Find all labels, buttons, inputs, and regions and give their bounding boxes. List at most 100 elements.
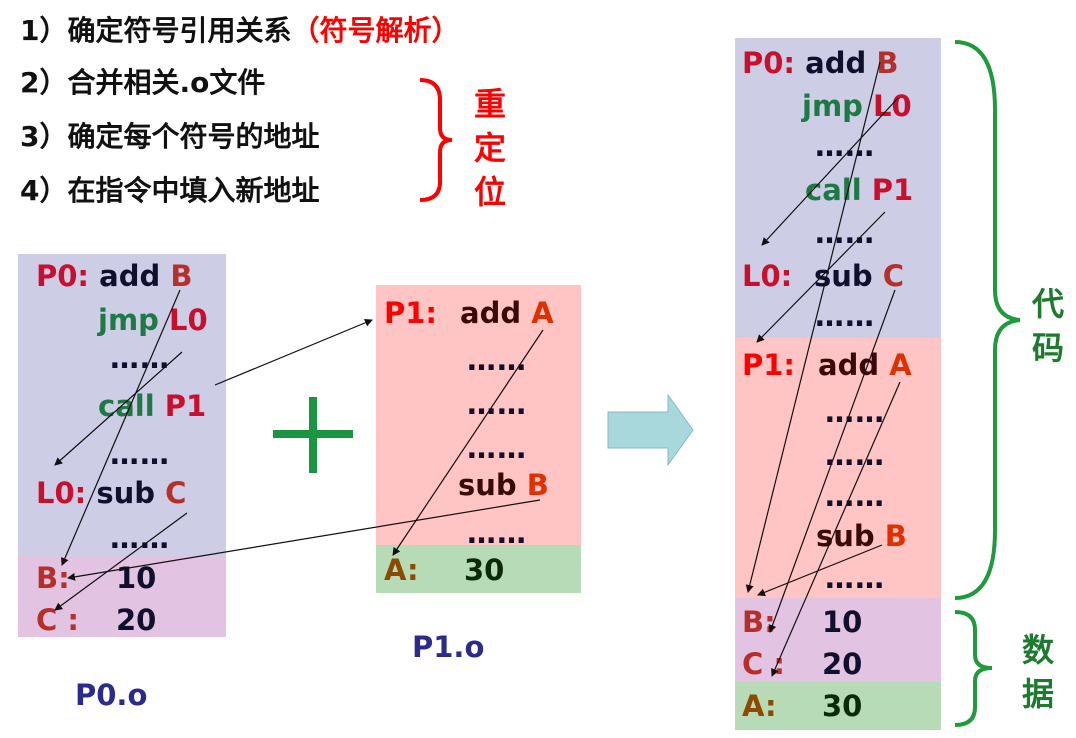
step-1-note: （符号解析） [291, 14, 460, 47]
p1-file-label: P1.o [412, 630, 485, 664]
code-token: sub [816, 519, 875, 553]
ref-arrow [745, 61, 881, 593]
data-label: 数 据 [1018, 628, 1058, 716]
code-token: A: [742, 689, 777, 723]
code-label: 代 码 [1028, 282, 1068, 370]
p0-row: L0: sub C [36, 475, 186, 511]
p0-row: …… [110, 521, 170, 555]
code-token: C [882, 259, 905, 293]
ref-arrow [771, 381, 901, 677]
code-token: P1 [871, 173, 914, 207]
merged-p0-code [735, 38, 941, 338]
code-token: P0: [36, 259, 90, 293]
p0-data-row: C :20 [36, 602, 156, 638]
p1-row: …… [467, 343, 527, 377]
p0-row: …… [110, 437, 170, 471]
code-token: add [99, 259, 161, 293]
data-label-char: 数 [1021, 631, 1054, 669]
code-token: 10 [822, 605, 863, 639]
code-token: 20 [116, 603, 157, 637]
p0-code-section [18, 254, 226, 555]
data-brace [954, 610, 993, 727]
code-token: sub [96, 476, 156, 510]
code-token: add [805, 46, 867, 80]
code-token: A [889, 348, 912, 382]
step-2: 2）合并相关.o文件 [20, 66, 266, 99]
ref-arrow [392, 329, 544, 556]
ref-arrow [768, 289, 896, 633]
step-3: 3）确定每个符号的地址 [20, 120, 320, 153]
merged-data-row: A:30 [742, 688, 862, 724]
code-token: sub [458, 468, 517, 502]
step-1: 1）确定符号引用关系（符号解析） [20, 14, 460, 48]
ref-arrow [761, 97, 899, 246]
code-token: B [876, 46, 899, 80]
code-label-char: 码 [1031, 329, 1064, 367]
merged-p0-data [735, 598, 941, 682]
code-token: P1: [742, 348, 796, 382]
merged-row: …… [825, 479, 885, 513]
p1-row: P1: add A [384, 295, 554, 331]
merged-row: call P1 [805, 172, 913, 208]
code-token: call [98, 389, 155, 423]
merged-row: P0: add B [742, 45, 898, 81]
ref-arrow [214, 318, 373, 386]
code-token: A: [384, 553, 419, 587]
p1-row: …… [467, 387, 527, 421]
code-token: add [460, 296, 522, 330]
code-token: L0: [742, 259, 793, 293]
code-token: B: [36, 561, 70, 595]
relocation-char: 重 [473, 85, 506, 123]
p1-row: …… [467, 516, 527, 550]
step-4: 4）在指令中填入新地址 [20, 174, 320, 207]
code-token: B [170, 259, 193, 293]
code-label-char: 代 [1031, 285, 1064, 323]
code-token: B: [742, 605, 776, 639]
p0-file-label: P0.o [75, 678, 148, 712]
merged-row: L0:sub C [742, 258, 904, 294]
merged-row: sub B [816, 518, 907, 554]
ref-arrow [756, 211, 886, 343]
code-token: 30 [464, 553, 505, 587]
p0-data-row: B:10 [36, 560, 156, 596]
p0-row: P0: add B [36, 258, 192, 294]
plus-icon-vertical [309, 397, 317, 473]
merged-p1-code [735, 338, 941, 598]
code-token: call [805, 173, 862, 207]
code-token: P0: [742, 46, 796, 80]
code-token: add [818, 348, 880, 382]
code-token: jmp [802, 89, 863, 123]
merged-row: …… [815, 299, 875, 333]
relocation-brace [419, 78, 453, 202]
ref-arrow [54, 351, 183, 466]
ref-arrow [757, 544, 883, 597]
merged-row: …… [825, 561, 885, 595]
p1-data-row: A: 30 [384, 552, 504, 588]
ref-arrow [67, 499, 541, 581]
relocation-char: 定 [473, 129, 506, 167]
code-token: P1 [164, 389, 207, 423]
step-1-text: 1）确定符号引用关系 [20, 14, 292, 47]
ref-arrow [61, 289, 181, 566]
relocation-label: 重 定 位 [470, 82, 510, 214]
p1-code-section [376, 285, 581, 545]
p1-row: …… [467, 431, 527, 465]
p0-row: …… [110, 341, 170, 375]
code-token: L0: [36, 476, 87, 510]
code-token: C [165, 476, 187, 510]
merged-row: jmp L0 [802, 88, 912, 124]
code-token: A [531, 296, 554, 330]
code-token: 20 [822, 647, 863, 681]
p0-row: call P1 [98, 388, 206, 424]
code-token: P1: [384, 296, 438, 330]
p1-row: sub B [458, 467, 549, 503]
p1-data-section [376, 545, 581, 593]
code-token: jmp [98, 303, 159, 337]
relocation-char: 位 [473, 173, 506, 211]
merged-data-row: B: 10 [742, 604, 862, 640]
data-label-char: 据 [1021, 675, 1054, 713]
ref-arrow [54, 512, 188, 611]
code-token: B [526, 468, 549, 502]
